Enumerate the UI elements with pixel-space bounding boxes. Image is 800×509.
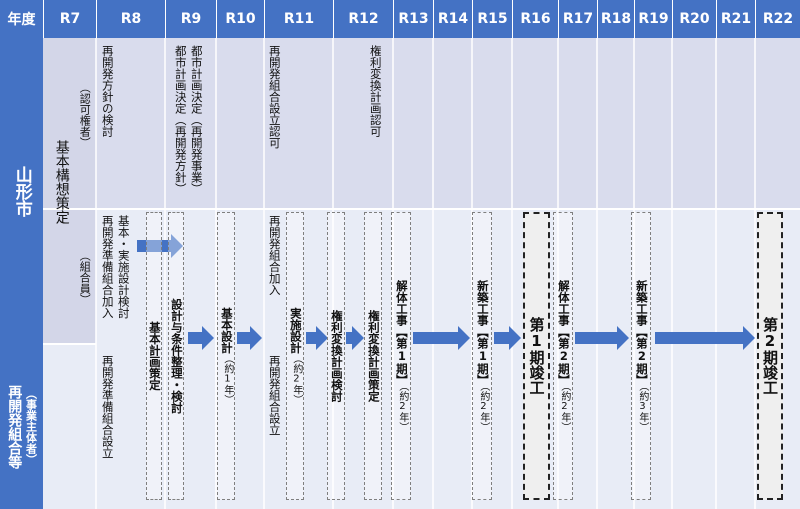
rights-study-label: 権利変換計画検討 xyxy=(329,310,344,402)
phase1-completion-label: 第1期竣工 xyxy=(527,317,546,395)
year-header-r14: R14 xyxy=(433,0,472,38)
construction1-box: 新築工事【第1期】（約2年） xyxy=(472,212,492,500)
exec-design-label: 実施設計（約2年） xyxy=(288,307,303,405)
year-header-r17: R17 xyxy=(558,0,597,38)
year-header-r20: R20 xyxy=(672,0,716,38)
row-label-city: 山形市 xyxy=(0,38,43,344)
union-est-text: 再開発組合設立 xyxy=(267,355,282,436)
union-approval-text: 再開発組合設立認可 xyxy=(267,45,282,149)
lower-band xyxy=(43,209,800,509)
phase2-completion-label: 第2期竣工 xyxy=(761,317,779,395)
exec-design-box: 実施設計（約2年） xyxy=(286,212,304,500)
rights-approval-text: 権利変換計画認可 xyxy=(368,45,383,137)
arrow-design-to-conditions xyxy=(137,234,183,258)
header-corner: 年度 xyxy=(0,0,43,38)
partner-role-label: （事業主体者） xyxy=(24,388,38,465)
year-header-r22: R22 xyxy=(755,0,800,38)
arrow-to-phase2 xyxy=(655,326,755,350)
basic-plan-label: 基本計画策定 xyxy=(147,321,162,391)
demolition1-label: 解体工事【第1期】（約2年） xyxy=(394,280,409,432)
year-header-r13: R13 xyxy=(393,0,433,38)
year-header-r11: R11 xyxy=(264,0,333,38)
year-header-r10: R10 xyxy=(216,0,264,38)
phase2-completion-box: 第2期竣工 xyxy=(757,212,783,500)
demolition2-label: 解体工事【第2期】（約2年） xyxy=(556,280,571,432)
year-header-r21: R21 xyxy=(716,0,755,38)
phase1-completion-box: 第1期竣工 xyxy=(523,212,550,500)
year-header-r9: R9 xyxy=(165,0,216,38)
year-header-r18: R18 xyxy=(597,0,634,38)
urban-plan-decision-a: 都市計画決定（再開発事業） xyxy=(189,45,204,195)
concept-cell xyxy=(43,38,96,344)
partner-label: 再開発組合等 xyxy=(6,384,23,469)
city-label: 山形市 xyxy=(11,165,32,217)
urban-plan-decision-b: 都市計画決定（再開発方針） xyxy=(173,45,188,195)
arrow-to-exec-design xyxy=(237,326,262,350)
year-header-r15: R15 xyxy=(472,0,512,38)
arrow-to-construction2 xyxy=(575,326,629,350)
arrow-to-construction1 xyxy=(413,326,470,350)
year-header-r16: R16 xyxy=(512,0,558,38)
basic-design-box: 基本設計（約1年） xyxy=(217,212,235,500)
demolition2-box: 解体工事【第2期】（約2年） xyxy=(553,212,573,500)
conditions-label: 設計与条件整理・検討 xyxy=(169,298,184,414)
basic-plan-box: 基本計画策定 xyxy=(146,212,162,500)
arrow-to-rights-plan xyxy=(346,326,364,350)
rights-study-box: 権利変換計画検討 xyxy=(327,212,345,500)
construction1-label: 新築工事【第1期】（約2年） xyxy=(475,280,490,432)
arrow-to-basic-design xyxy=(188,326,214,350)
year-header-r8: R8 xyxy=(96,0,165,38)
union-join-text: 再開発組合加入 xyxy=(267,215,282,296)
construction2-box: 新築工事【第2期】（約3年） xyxy=(631,212,651,500)
policy-study-text: 再開発方針の検討 xyxy=(100,45,115,137)
year-header-r7: R7 xyxy=(43,0,96,38)
rights-plan-label: 権利変換計画策定 xyxy=(366,310,381,402)
arrow-to-rights-study xyxy=(306,326,328,350)
approver-label: （認可権者） xyxy=(78,82,92,148)
year-header-r12: R12 xyxy=(333,0,393,38)
year-header-r19: R19 xyxy=(634,0,672,38)
demolition1-box: 解体工事【第1期】（約2年） xyxy=(391,212,411,500)
design-study-text: 基本・実施設計検討 xyxy=(116,215,131,319)
prep-union-join-text: 再開発準備組合加入 xyxy=(100,215,115,319)
prep-union-est-text: 再開発準備組合設立 xyxy=(100,355,115,459)
basic-design-label: 基本設計（約1年） xyxy=(219,307,234,405)
row-label-partner: 再開発組合等 （事業主体者） xyxy=(0,344,43,509)
member-label: （組合員） xyxy=(78,250,92,305)
rights-plan-box: 権利変換計画策定 xyxy=(364,212,382,500)
arrow-to-phase1 xyxy=(494,326,521,350)
basic-concept-label: 基本構想策定 xyxy=(53,140,70,224)
construction2-label: 新築工事【第2期】（約3年） xyxy=(634,280,649,432)
top-band xyxy=(43,38,800,209)
conditions-box: 設計与条件整理・検討 xyxy=(168,212,184,500)
